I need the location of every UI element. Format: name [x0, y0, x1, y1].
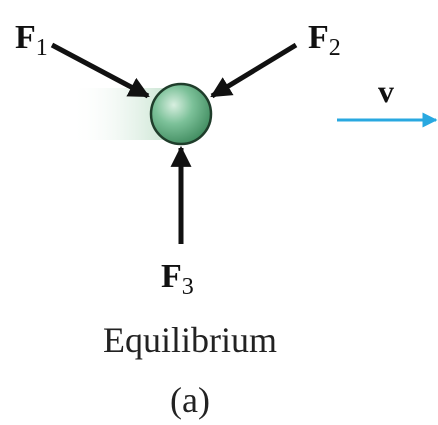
force-symbol-f1: F — [15, 19, 36, 56]
caption: Equilibrium — [103, 320, 277, 360]
force-symbol-f2: F — [308, 19, 329, 56]
part-label: (a) — [170, 380, 210, 420]
force-subscript-f3: 3 — [182, 274, 194, 300]
force-label-f1: F1 — [15, 19, 48, 61]
force-label-f2: F2 — [308, 19, 341, 61]
force-subscript-f1: 1 — [36, 35, 48, 61]
force-symbol-f3: F — [161, 258, 182, 295]
force-arrow-f2 — [210, 42, 298, 99]
force-arrow-f1 — [50, 42, 150, 99]
force-label-f3: F3 — [161, 258, 194, 300]
velocity-label: v — [378, 73, 394, 109]
force-subscript-f2: 2 — [329, 35, 341, 61]
particle — [149, 82, 213, 146]
